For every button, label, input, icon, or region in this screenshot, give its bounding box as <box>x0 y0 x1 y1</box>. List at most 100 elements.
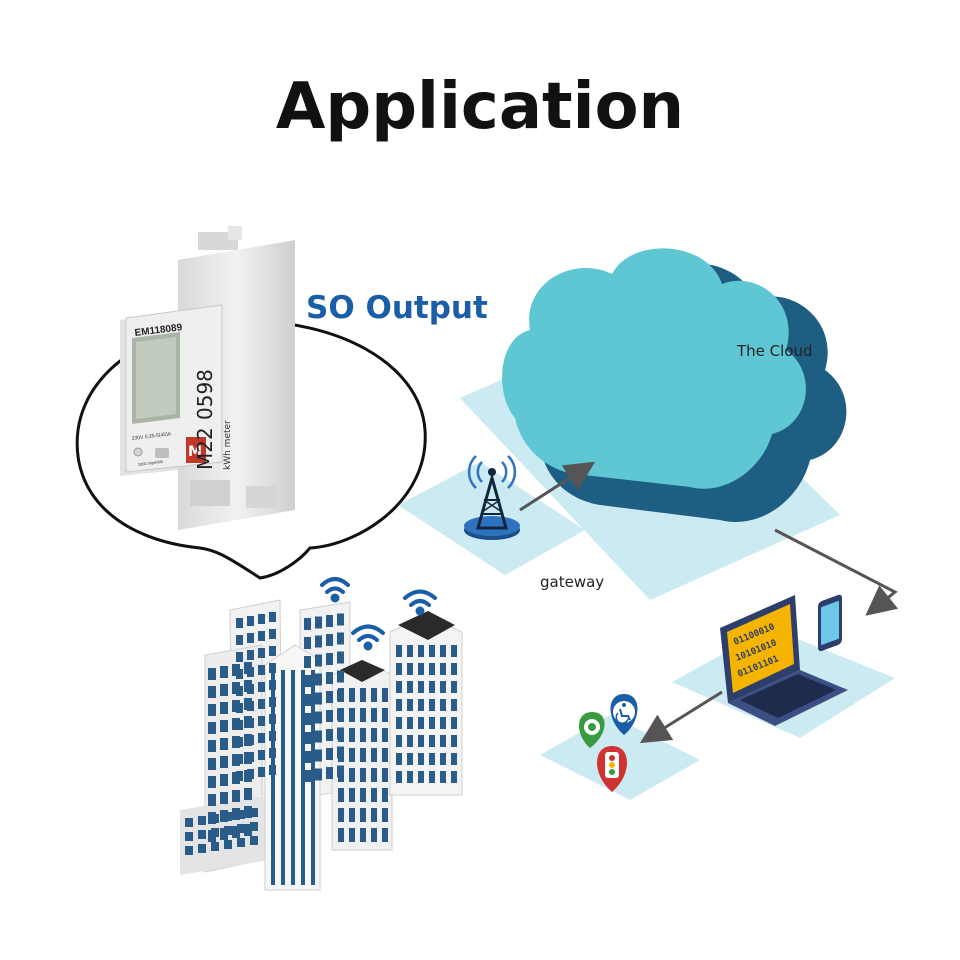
wifi-icon <box>403 589 437 616</box>
building-window <box>247 616 254 626</box>
building-window <box>224 812 232 821</box>
laptop-icon: 01100010 10101010 01101101 <box>720 595 848 726</box>
building-window <box>349 688 355 702</box>
building-window <box>451 699 457 711</box>
building-window <box>349 728 355 742</box>
building-window <box>407 645 413 657</box>
building-window <box>429 717 435 729</box>
building-window <box>440 735 446 747</box>
building-window <box>244 698 252 710</box>
building-window <box>349 748 355 762</box>
meter-impulse: 1000 imp/kWh <box>138 459 164 467</box>
building-window <box>269 646 276 656</box>
building-window <box>429 645 435 657</box>
building-window <box>304 732 311 744</box>
building-window <box>208 668 216 680</box>
building-window <box>315 768 322 781</box>
building-window <box>371 828 377 842</box>
building-window <box>236 618 243 628</box>
building-window <box>396 681 402 693</box>
building-window <box>258 767 265 777</box>
building-window <box>382 828 388 842</box>
building-window <box>360 688 366 702</box>
building-window <box>382 768 388 782</box>
building-window <box>407 663 413 675</box>
energy-meter: EM118089 230V 0.25-5(45)A 1000 imp/kWh M… <box>120 226 295 530</box>
building-window <box>315 711 322 724</box>
building-stripe <box>271 670 275 885</box>
building-window <box>304 618 311 630</box>
building-window <box>220 720 228 732</box>
building-window <box>220 666 228 678</box>
building-window <box>396 753 402 765</box>
building-stripe <box>291 670 295 885</box>
building-window <box>244 806 252 818</box>
building-window <box>326 748 333 760</box>
building-window <box>232 718 240 730</box>
building-window <box>237 838 245 847</box>
building-window <box>338 828 344 842</box>
building-window <box>220 702 228 714</box>
building-window <box>371 728 377 742</box>
building-window <box>382 788 388 802</box>
building-window <box>326 729 333 741</box>
building-window <box>382 808 388 822</box>
building-window <box>250 836 258 845</box>
building-window <box>237 824 245 833</box>
building-window <box>224 826 232 835</box>
gateway-to-cloud-arrow <box>519 461 596 512</box>
building-window <box>304 637 311 649</box>
building-window <box>349 828 355 842</box>
building-window <box>250 822 258 831</box>
building-window <box>382 728 388 742</box>
building-window <box>304 694 311 706</box>
signal-tower-icon <box>464 455 520 540</box>
building-window <box>337 670 344 683</box>
building-window <box>244 770 252 782</box>
building-window <box>232 754 240 766</box>
building-window <box>382 708 388 722</box>
building-window <box>208 722 216 734</box>
building-window <box>304 656 311 668</box>
building-window <box>418 663 424 675</box>
building-window <box>247 650 254 660</box>
building-window <box>315 730 322 743</box>
building-window <box>315 749 322 762</box>
building-window <box>418 753 424 765</box>
building-window <box>451 735 457 747</box>
building-window <box>451 663 457 675</box>
building-window <box>304 751 311 763</box>
building-window <box>338 688 344 702</box>
building-window <box>418 699 424 711</box>
building-window <box>429 663 435 675</box>
building-window <box>337 613 344 626</box>
building-window <box>185 846 193 855</box>
building-window <box>349 768 355 782</box>
building-window <box>244 752 252 764</box>
building-window <box>337 632 344 645</box>
building-window <box>236 652 243 662</box>
cloud-to-laptop-arrow <box>774 528 899 616</box>
building-window <box>304 713 311 725</box>
building-window <box>258 614 265 624</box>
so-output-label: SO Output <box>306 290 488 326</box>
building-window <box>269 663 276 673</box>
building-window <box>371 708 377 722</box>
building-window <box>338 808 344 822</box>
building-window <box>429 699 435 711</box>
wifi-icon <box>320 577 350 603</box>
building-window <box>208 776 216 788</box>
map-pin-icon <box>578 712 605 748</box>
building-window <box>360 768 366 782</box>
building-window <box>315 673 322 686</box>
building-window <box>326 634 333 646</box>
building-window <box>360 708 366 722</box>
building-window <box>315 616 322 629</box>
building-window <box>208 686 216 698</box>
cloud-icon <box>502 248 847 522</box>
building-window <box>337 651 344 664</box>
building-window <box>418 645 424 657</box>
building-window <box>440 699 446 711</box>
building-window <box>371 748 377 762</box>
